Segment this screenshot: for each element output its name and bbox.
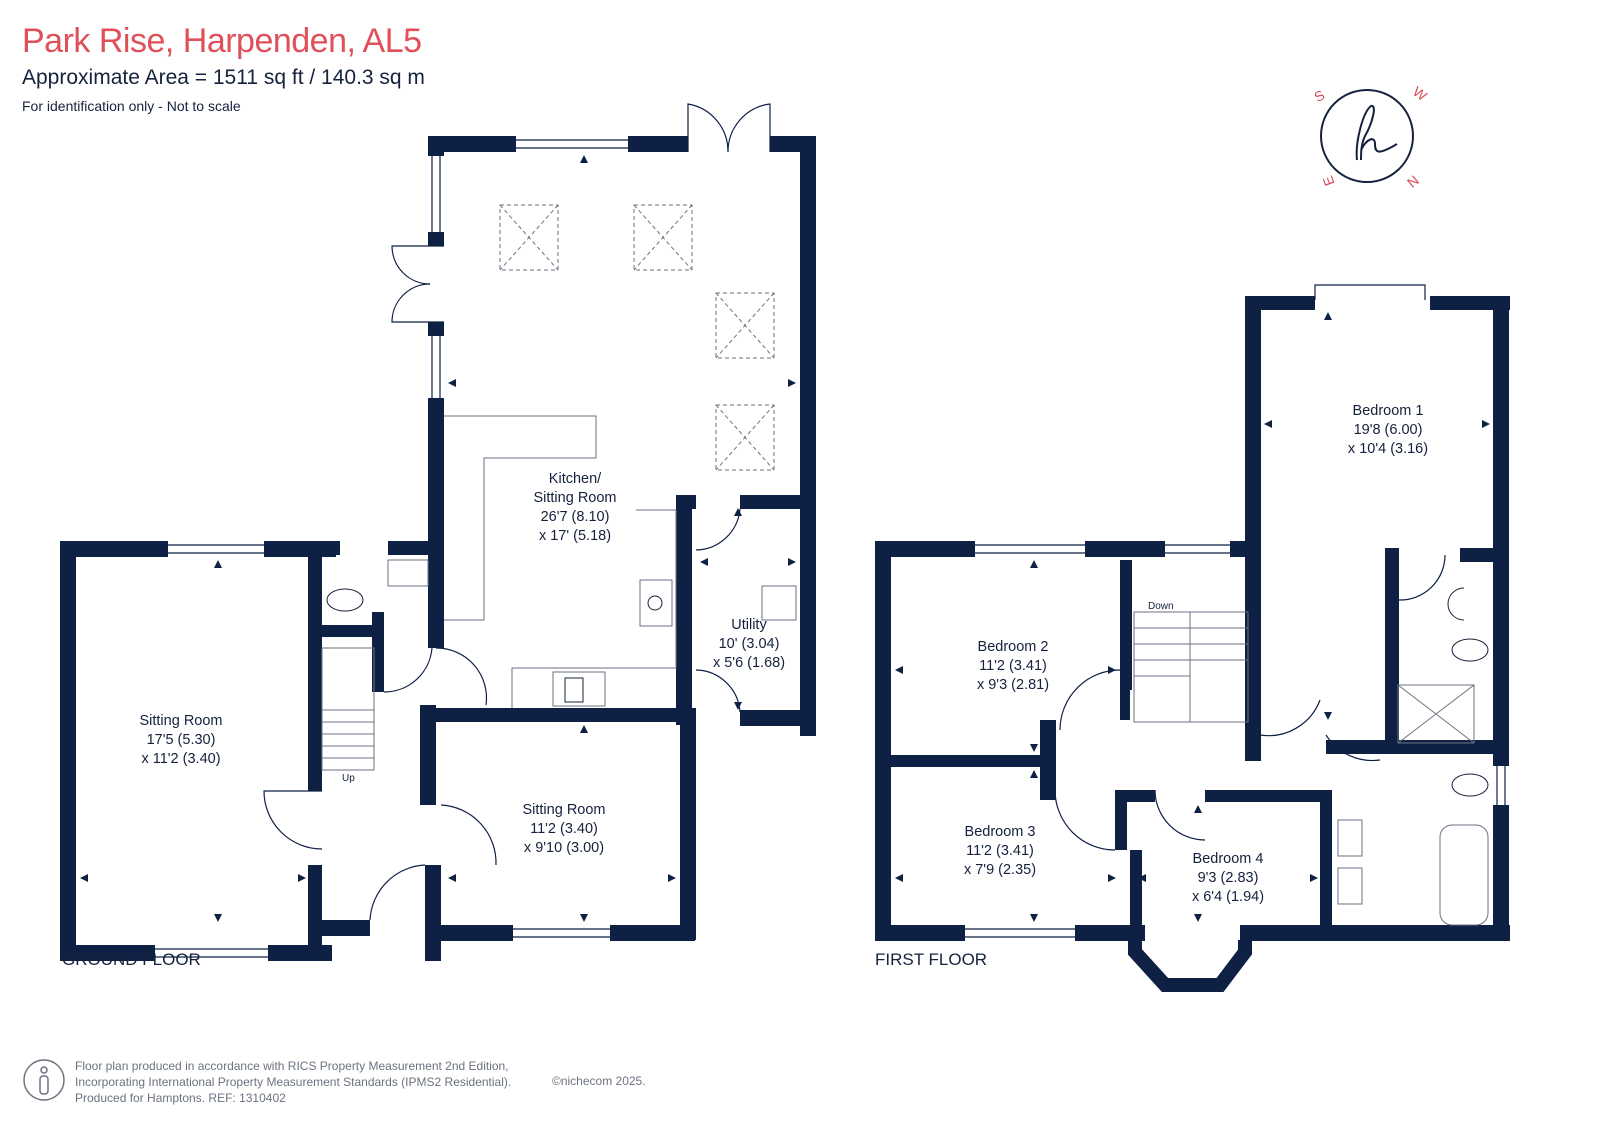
stairs-down-label: Down [1148, 601, 1174, 612]
ground-floor-label: GROUND FLOOR [62, 950, 201, 969]
logo-letter-h [1355, 104, 1398, 161]
bay-window [1128, 940, 1252, 992]
room-bedroom-3: Bedroom 3 11'2 (3.41) x 7'9 (2.35) [963, 824, 1037, 878]
skylights [499, 204, 775, 471]
dimension-markers [80, 155, 1490, 922]
room-kitchen: Kitchen/ Sitting Room 26'7 (8.10) x 17' … [533, 471, 617, 544]
room-bedroom-4: Bedroom 4 9'3 (2.83) x 6'4 (1.94) [1191, 851, 1265, 905]
sanitaryware [326, 587, 1489, 797]
room-sitting-right: Sitting Room 11'2 (3.40) x 9'10 (3.00) [522, 802, 606, 856]
first-floor-walls [875, 296, 1510, 941]
page-title: Park Rise, Harpenden, AL5 [22, 22, 422, 60]
scale-note: For identification only - Not to scale [22, 98, 241, 114]
stairs [321, 611, 1249, 771]
room-bedroom-2: Bedroom 2 11'2 (3.41) x 9'3 (2.81) [976, 639, 1050, 693]
area-summary: Approximate Area = 1511 sq ft / 140.3 sq… [22, 66, 425, 89]
copyright-credit: ©nichecom 2025. [552, 1074, 646, 1088]
first-floor-label: FIRST FLOOR [875, 950, 988, 969]
stairs-up-label: Up [342, 773, 355, 784]
ground-floor-walls [60, 136, 816, 961]
room-utility: Utility 10' (3.04) x 5'6 (1.68) [712, 617, 786, 671]
room-bedroom-1: Bedroom 1 19'8 (6.00) x 10'4 (3.16) [1347, 403, 1429, 457]
compass-logo: S W N E [1315, 83, 1431, 191]
door-swings [263, 103, 1446, 921]
footer-notes: Floor plan produced in accordance with R… [75, 1059, 512, 1105]
room-sitting-left: Sitting Room 17'5 (5.30) x 11'2 (3.40) [139, 713, 223, 767]
kitchen-units [387, 415, 1489, 926]
info-person-icon [23, 1059, 65, 1101]
window-lines [155, 139, 1506, 958]
